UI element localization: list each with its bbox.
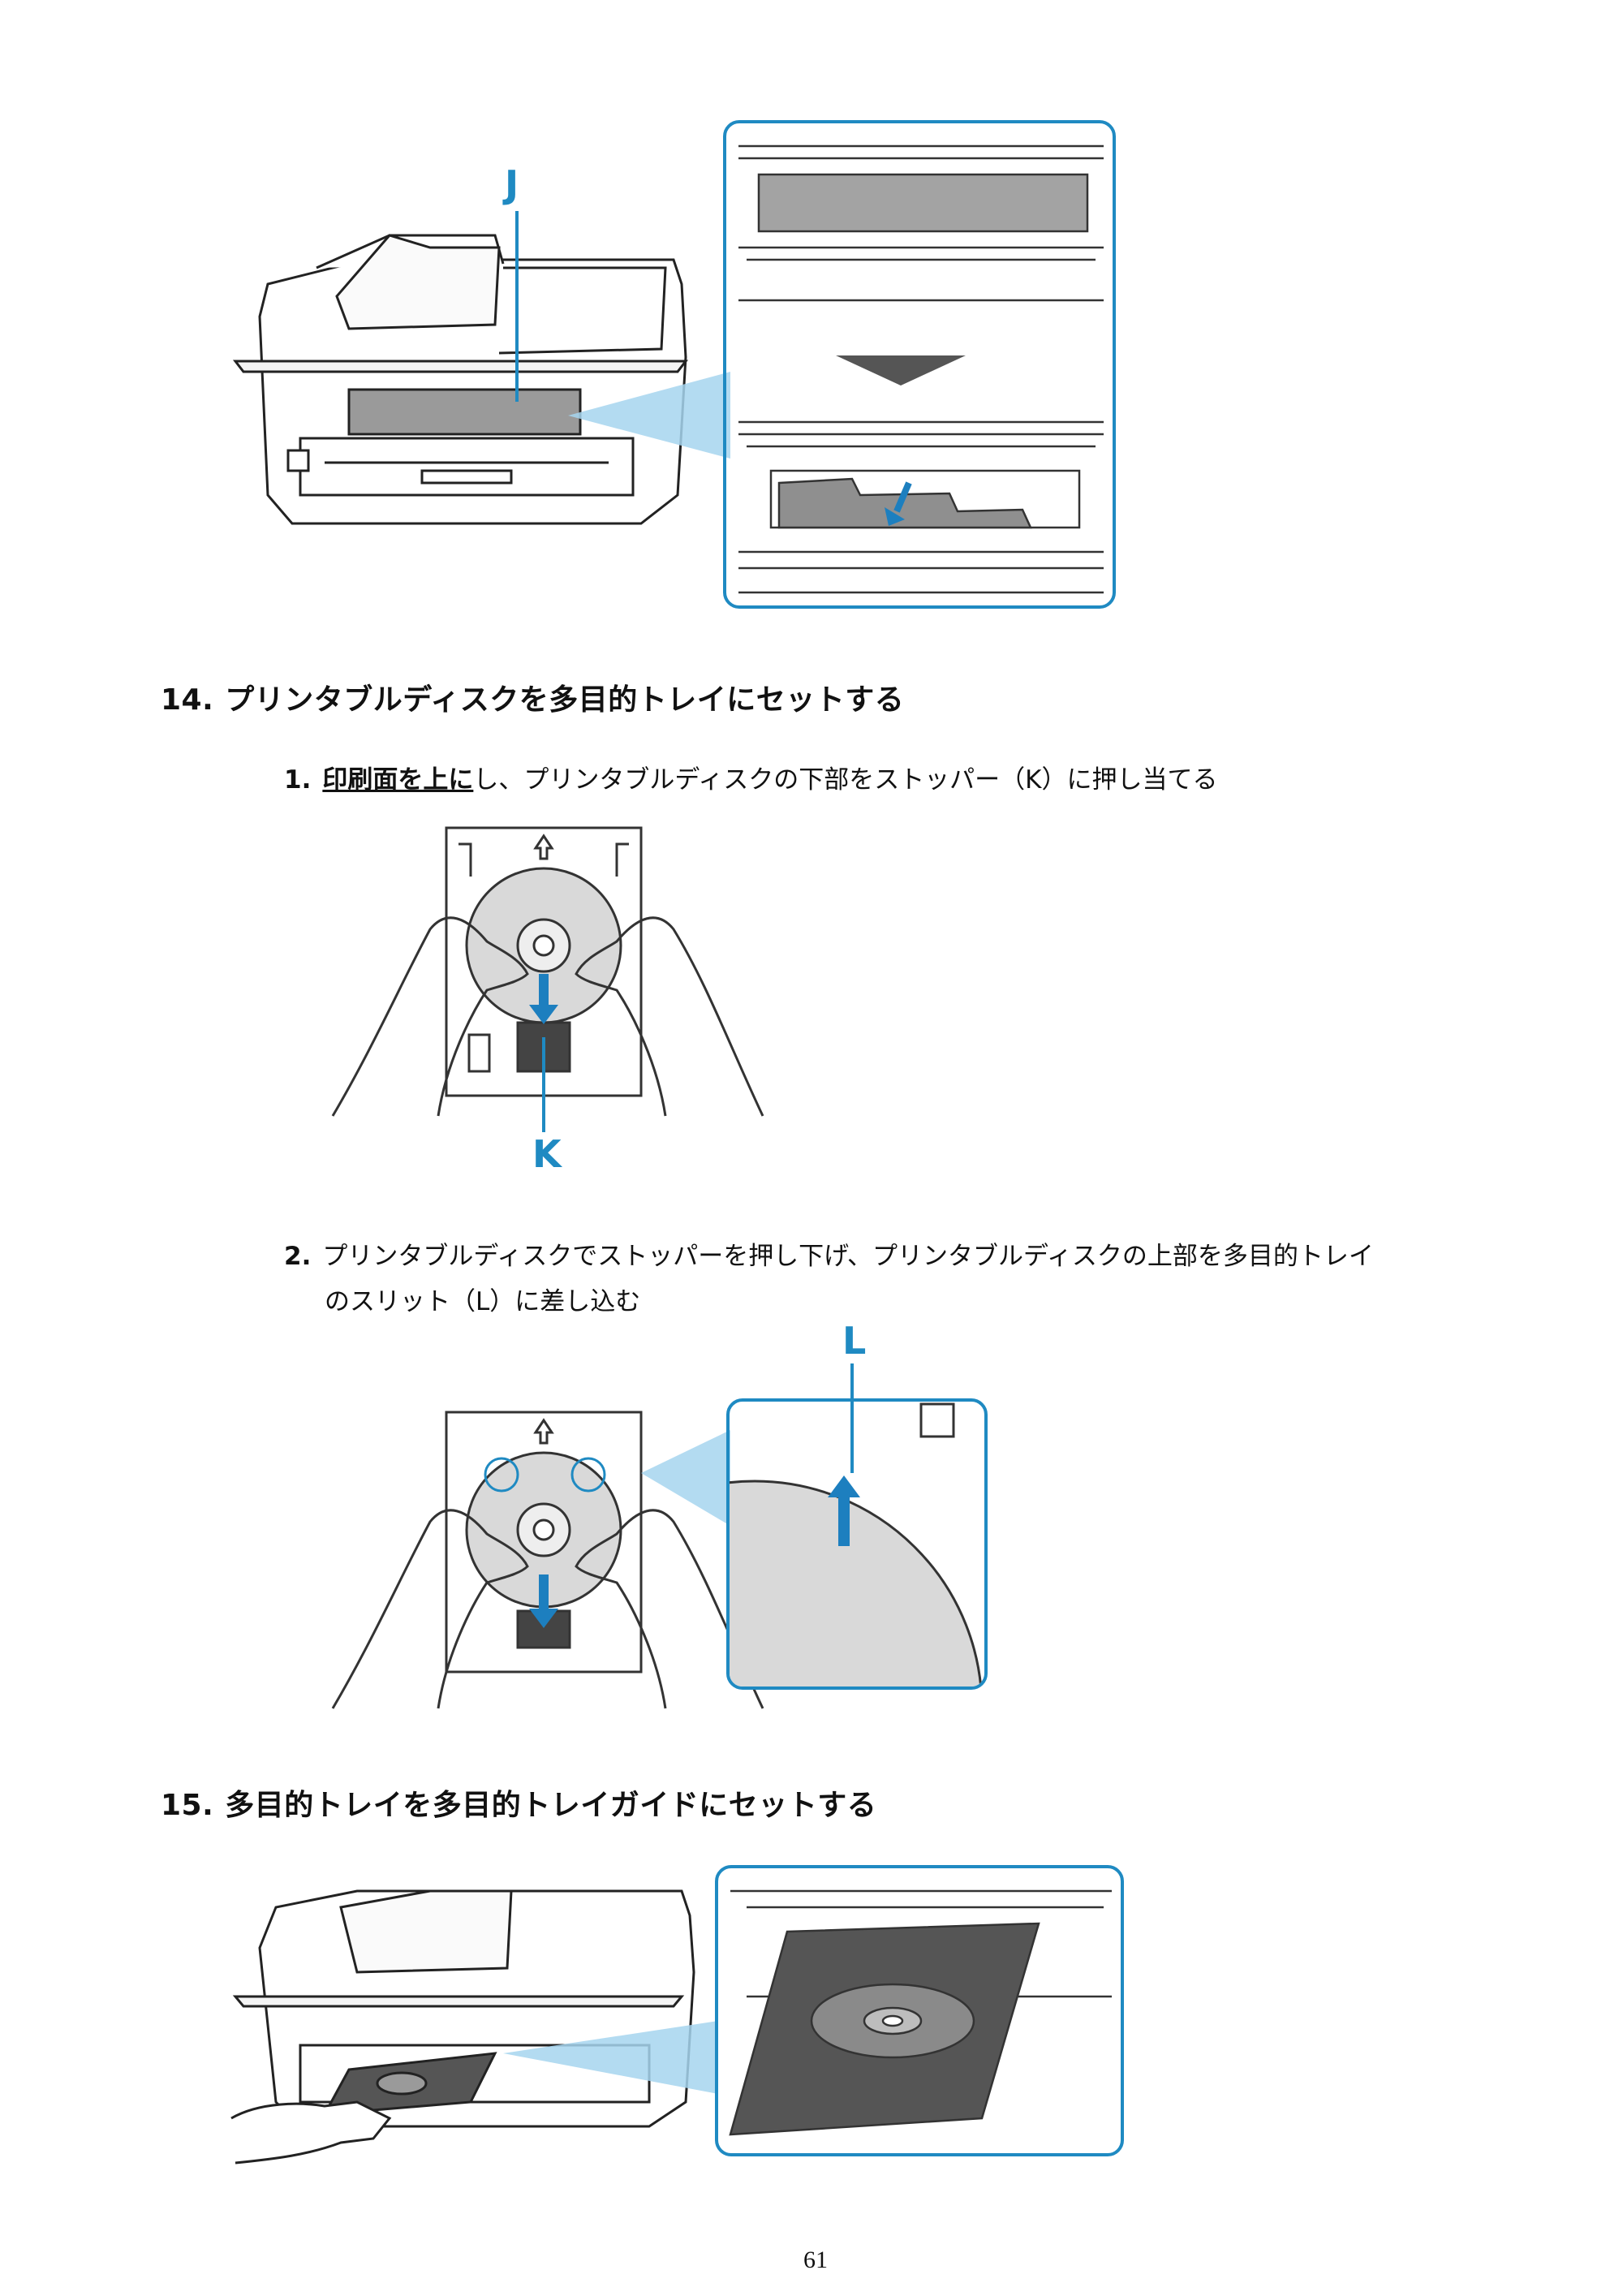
figure-tray-guide: [227, 1859, 1136, 2167]
step-title: 多目的トレイを多目的トレイガイドにセットする: [225, 1789, 877, 1822]
printer-front-illustration: [232, 120, 1116, 609]
substep-number: 1.: [284, 765, 312, 795]
disc-slit-illustration: [331, 1363, 988, 1709]
page-number: 61: [803, 2246, 828, 2273]
substep-number: 2.: [284, 1242, 312, 1271]
substep-text-line2: のスリット（L）に差し込む: [325, 1287, 641, 1316]
substep-text-line1: プリンタブルディスクでストッパーを押し下げ、プリンタブルディスクの上部を多目的ト…: [322, 1242, 1374, 1271]
callout-label-l: L: [842, 1319, 867, 1363]
figure-disc-slit: L: [325, 1319, 998, 1721]
step-14-heading: 14. プリンタブルディスクを多目的トレイにセットする: [161, 676, 904, 718]
substep-14-1: 1. 印刷面を上にし、プリンタブルディスクの下部をストッパー（K）に押し当てる: [284, 757, 1218, 803]
substep-14-2: 2. プリンタブルディスクでストッパーを押し下げ、プリンタブルディスクの上部を多目…: [284, 1234, 1374, 1325]
figure-printer-front-cover: J: [219, 114, 1120, 617]
tray-guide-illustration: [230, 1865, 1124, 2165]
callout-label-j: J: [505, 162, 519, 206]
step-number: 14.: [161, 683, 214, 717]
step-15-heading: 15. 多目的トレイを多目的トレイガイドにセットする: [161, 1781, 876, 1824]
callout-label-k: K: [532, 1132, 562, 1176]
figure-disc-stopper: K: [325, 820, 779, 1185]
step-title: プリンタブルディスクを多目的トレイにセットする: [225, 683, 905, 717]
substep-emphasis: 印刷面を上に: [322, 765, 474, 795]
substep-text: し、プリンタブルディスクの下部をストッパー（K）に押し当てる: [473, 765, 1218, 795]
disc-stopper-illustration: [331, 826, 764, 1132]
step-number: 15.: [161, 1789, 214, 1822]
